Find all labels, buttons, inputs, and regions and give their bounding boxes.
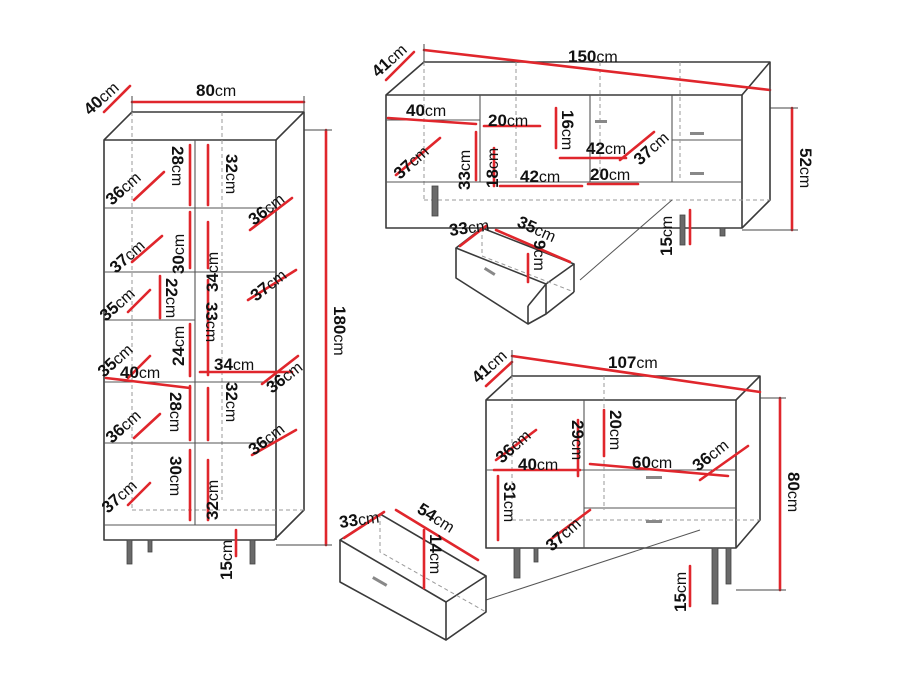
svg-text:42cm: 42cm (520, 167, 560, 186)
leg (719, 227, 726, 237)
leg (679, 214, 686, 246)
tv-stand-outline (385, 61, 771, 229)
svg-text:54cm: 54cm (414, 499, 458, 536)
svg-text:40cm: 40cm (120, 363, 160, 382)
sideboard-height-label: 80cm (784, 472, 803, 512)
leg (126, 539, 133, 565)
svg-text:20cm: 20cm (590, 165, 630, 184)
svg-text:22cm: 22cm (162, 278, 181, 318)
sideboard (339, 350, 786, 641)
leg (431, 185, 439, 217)
svg-text:32cm: 32cm (203, 480, 222, 520)
svg-text:42cm: 42cm (586, 139, 626, 158)
svg-text:36cm: 36cm (263, 357, 306, 397)
svg-text:36cm: 36cm (102, 406, 145, 447)
svg-text:28cm: 28cm (168, 146, 187, 186)
svg-text:30cm: 30cm (169, 234, 188, 274)
tv-stand-legs-label: 15cm (657, 216, 676, 256)
svg-text:30cm: 30cm (166, 456, 185, 496)
leg (725, 547, 732, 585)
svg-text:33cm: 33cm (448, 216, 491, 240)
svg-text:31cm: 31cm (500, 482, 519, 522)
bookcase-legs-label: 15cm (217, 540, 236, 580)
tv-stand (384, 44, 798, 325)
bookcase-height-label: 180cm (330, 306, 349, 356)
svg-text:36cm: 36cm (245, 189, 288, 229)
svg-text:60cm: 60cm (632, 453, 672, 472)
svg-text:33cm: 33cm (202, 302, 221, 342)
svg-text:20cm: 20cm (606, 410, 625, 450)
svg-text:34cm: 34cm (203, 252, 222, 292)
bookcase (102, 84, 332, 565)
svg-text:9cm: 9cm (530, 240, 549, 271)
svg-text:16cm: 16cm (558, 110, 577, 150)
svg-text:36cm: 36cm (102, 168, 145, 209)
svg-text:33cm: 33cm (455, 150, 474, 190)
svg-text:37cm: 37cm (106, 236, 149, 277)
sideboard-legs-label: 15cm (671, 572, 690, 612)
leg (533, 547, 539, 563)
svg-text:37cm: 37cm (247, 265, 290, 305)
svg-text:40cm: 40cm (518, 455, 558, 474)
svg-text:32cm: 32cm (222, 154, 241, 194)
leg (147, 539, 153, 553)
svg-text:20cm: 20cm (488, 111, 528, 130)
leg (249, 539, 256, 565)
svg-text:29cm: 29cm (568, 420, 587, 460)
svg-text:36cm: 36cm (245, 419, 288, 459)
svg-text:14cm: 14cm (426, 534, 445, 574)
svg-text:33cm: 33cm (338, 508, 381, 532)
svg-text:40cm: 40cm (406, 101, 446, 120)
sideboard-depth-label: 41cm (468, 346, 511, 387)
bookcase-width-label: 80cm (196, 81, 236, 100)
tv-stand-height-label: 52cm (796, 148, 815, 188)
sideboard-width-label: 107cm (608, 353, 658, 372)
leg (513, 547, 521, 579)
tv-stand-width-label: 150cm (568, 47, 618, 66)
svg-text:32cm: 32cm (222, 382, 241, 422)
svg-text:34cm: 34cm (214, 355, 254, 374)
svg-text:36cm: 36cm (689, 435, 732, 475)
svg-text:18cm: 18cm (483, 148, 502, 188)
leg (711, 547, 719, 605)
svg-text:28cm: 28cm (166, 392, 185, 432)
svg-text:24cm: 24cm (169, 326, 188, 366)
